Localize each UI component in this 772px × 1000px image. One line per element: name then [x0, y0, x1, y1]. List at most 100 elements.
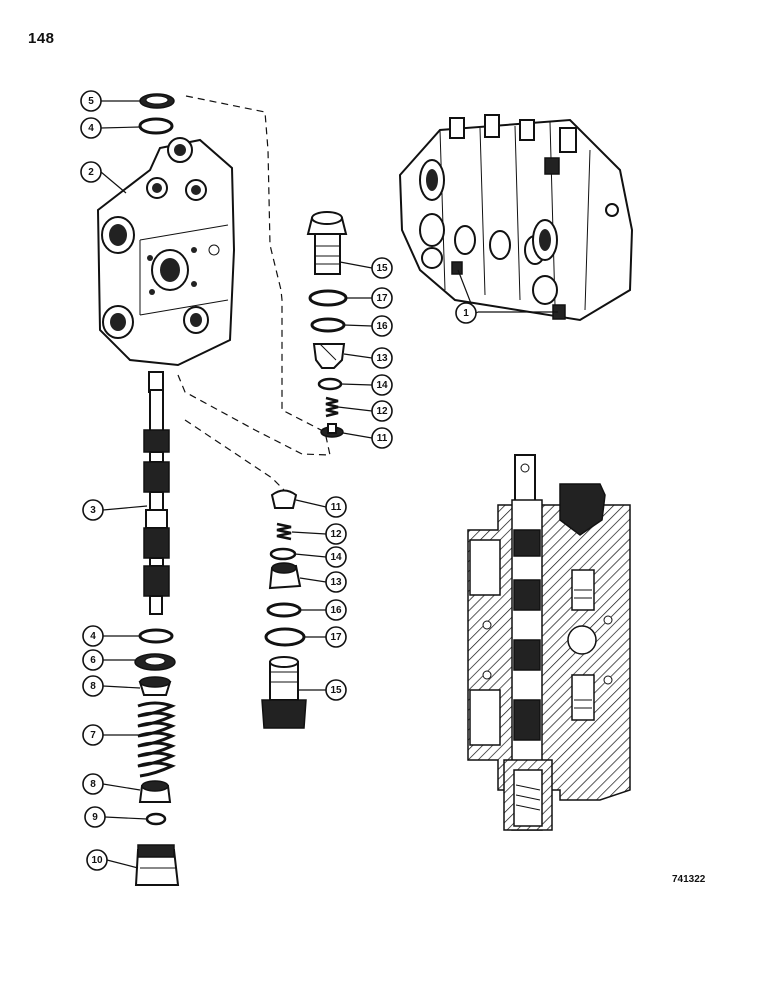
callout-leader-c13a	[343, 353, 373, 359]
callout-c5: 5	[80, 90, 102, 112]
callout-leader-c9	[104, 816, 148, 820]
callout-circle	[86, 849, 108, 871]
callout-circle	[82, 499, 104, 521]
part-11-poppet-lower	[270, 489, 298, 509]
part-16-backup-ring-upper	[310, 317, 346, 333]
callout-c11b: 11	[325, 496, 347, 518]
callout-label: 1	[463, 308, 469, 319]
callout-c8b: 8	[82, 773, 104, 795]
callout-leader-c10	[106, 859, 139, 869]
part-15-plug-lower	[261, 656, 307, 729]
callout-circle	[371, 315, 393, 337]
callout-circle	[80, 161, 102, 183]
callout-c11a: 11	[371, 427, 393, 449]
callout-circle	[371, 427, 393, 449]
callout-c13a: 13	[371, 347, 393, 369]
callout-c16a: 16	[371, 315, 393, 337]
callout-circle	[325, 599, 347, 621]
callout-c17b: 17	[325, 626, 347, 648]
part-6-washer	[134, 653, 176, 671]
part-14-o-ring-lower	[269, 547, 297, 561]
callout-c6: 6	[82, 649, 104, 671]
callout-label: 13	[376, 353, 388, 364]
callout-circle	[80, 90, 102, 112]
callout-leader-c4a	[100, 126, 141, 129]
callout-label: 14	[330, 552, 342, 563]
callout-c15b: 15	[325, 679, 347, 701]
callout-c2: 2	[80, 161, 102, 183]
callout-label: 13	[330, 577, 342, 588]
callout-label: 12	[330, 529, 342, 540]
callout-leader-c11b	[295, 499, 327, 508]
callout-leader-c8a	[102, 685, 141, 689]
callout-circle	[325, 546, 347, 568]
callout-leader-c11a	[342, 432, 373, 439]
callout-circle	[325, 679, 347, 701]
callout-label: 9	[92, 812, 98, 823]
callout-circle	[371, 347, 393, 369]
valve-cross-section	[467, 454, 631, 831]
callout-circle	[82, 649, 104, 671]
part-8-spring-seat-upper	[138, 676, 172, 696]
callout-label: 8	[90, 779, 96, 790]
callout-c13b: 13	[325, 571, 347, 593]
page-number: 148	[28, 30, 55, 47]
callout-c14a: 14	[371, 374, 393, 396]
figure-id: 741322	[672, 874, 706, 885]
callout-c12a: 12	[371, 400, 393, 422]
callout-circle	[325, 626, 347, 648]
callout-label: 6	[90, 655, 96, 666]
callout-c15a: 15	[371, 257, 393, 279]
callout-c3: 3	[82, 499, 104, 521]
callout-label: 2	[88, 167, 94, 178]
part-16-backup-ring-lower	[266, 602, 302, 618]
callout-label: 8	[90, 681, 96, 692]
part-9-snap-ring	[145, 812, 167, 826]
callout-circle	[455, 302, 477, 324]
callout-leader-c12b	[291, 531, 327, 535]
callout-circle	[84, 806, 106, 828]
callout-label: 16	[376, 321, 388, 332]
callout-circle	[371, 287, 393, 309]
callout-leader-c3	[102, 505, 148, 511]
callout-c17a: 17	[371, 287, 393, 309]
callout-label: 15	[330, 685, 342, 696]
callout-c10: 10	[86, 849, 108, 871]
part-4-o-ring-lower	[138, 628, 174, 644]
callout-c12b: 12	[325, 523, 347, 545]
callout-c16b: 16	[325, 599, 347, 621]
callout-label: 17	[376, 293, 388, 304]
callout-leader-c15a	[339, 261, 373, 269]
callout-label: 16	[330, 605, 342, 616]
part-11-poppet-upper	[320, 423, 344, 438]
callout-circle	[80, 117, 102, 139]
part-17-o-ring-lower	[264, 627, 306, 647]
callout-label: 17	[330, 632, 342, 643]
callout-label: 14	[376, 380, 388, 391]
callout-label: 4	[88, 123, 94, 134]
callout-label: 15	[376, 263, 388, 274]
callout-label: 7	[90, 730, 96, 741]
callout-leader-c8b	[102, 783, 141, 791]
part-2-valve-housing	[96, 137, 236, 367]
part-13-seat-upper	[312, 343, 346, 369]
part-15-plug-upper	[306, 211, 348, 275]
callout-circle	[82, 625, 104, 647]
part-12-spring-lower	[276, 522, 292, 541]
callout-leader-c12a	[337, 406, 373, 412]
valve-bank-assembly	[398, 114, 634, 322]
part-12-spring-upper	[325, 396, 339, 418]
part-5-seal	[139, 93, 175, 109]
callout-circle	[371, 400, 393, 422]
callout-leader-c13b	[299, 577, 327, 583]
part-13-seat-lower	[268, 562, 302, 590]
part-8-spring-seat-lower	[138, 780, 172, 803]
callout-c4a: 4	[80, 117, 102, 139]
part-3-spool	[143, 371, 170, 615]
part-17-o-ring-upper	[308, 289, 348, 307]
part-10-cap	[134, 844, 180, 886]
leader-1a	[457, 269, 473, 307]
callout-c1: 1	[455, 302, 477, 324]
callout-label: 10	[91, 855, 103, 866]
callout-label: 3	[90, 505, 96, 516]
